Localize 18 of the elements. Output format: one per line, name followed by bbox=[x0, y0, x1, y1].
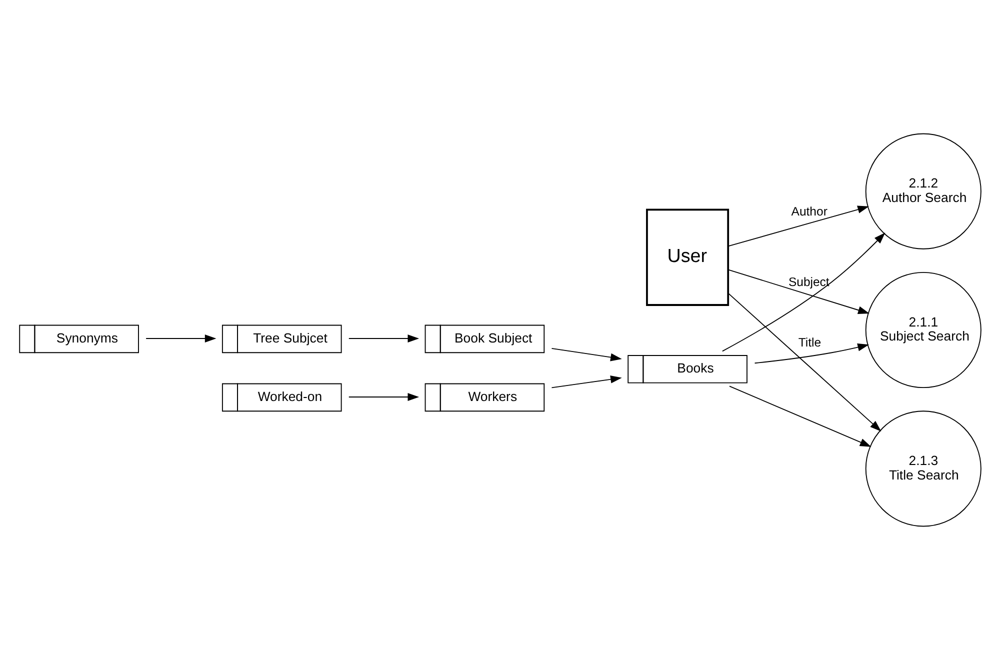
arrow bbox=[551, 374, 622, 388]
arrow bbox=[729, 385, 872, 446]
node-circle: 2.1.2 Author Search bbox=[865, 132, 982, 249]
arrow bbox=[348, 392, 420, 400]
arrow bbox=[754, 342, 870, 364]
node-circle: 2.1.3 Title Search bbox=[865, 410, 982, 526]
node-box: User bbox=[646, 208, 730, 306]
arrow bbox=[728, 268, 870, 314]
arrow bbox=[728, 205, 869, 246]
arrow bbox=[722, 232, 886, 352]
edge-label: Subject bbox=[788, 274, 830, 289]
node-circle: 2.1.1 Subject Search bbox=[865, 271, 982, 388]
arrow bbox=[348, 334, 420, 342]
arrow bbox=[728, 292, 882, 431]
arrow bbox=[146, 334, 216, 342]
edge-label: Author bbox=[791, 204, 828, 218]
arrow bbox=[551, 347, 622, 361]
edge-label: Title bbox=[798, 334, 822, 349]
